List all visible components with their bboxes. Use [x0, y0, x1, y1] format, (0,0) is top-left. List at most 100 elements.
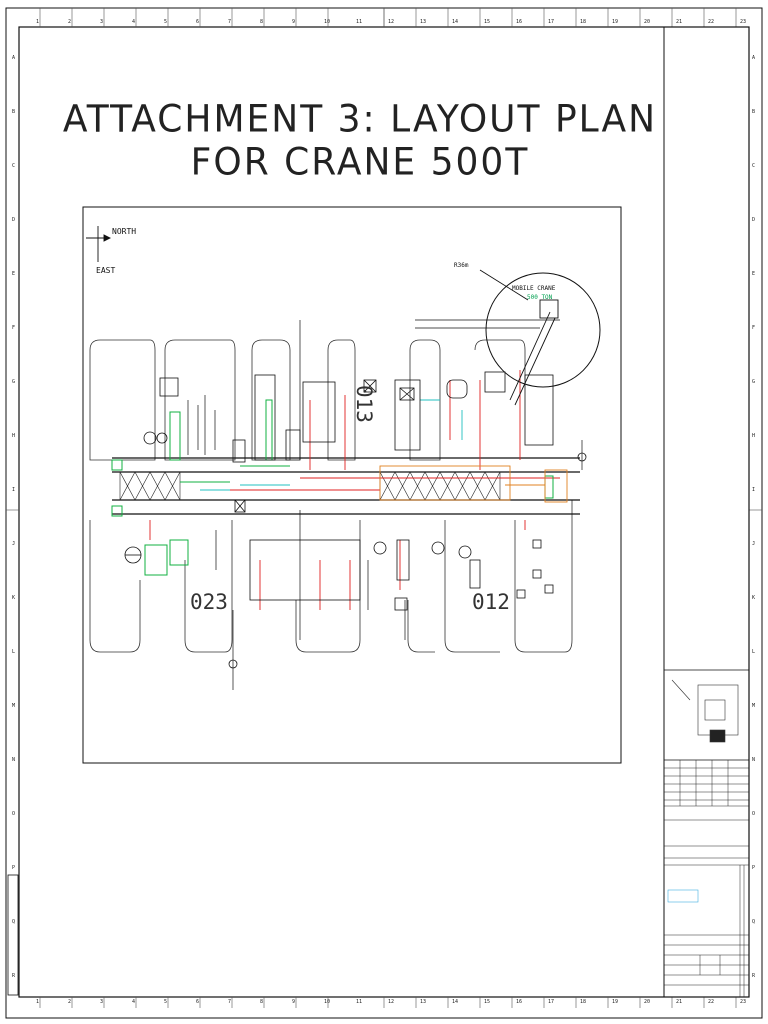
- grid-side-label: J: [752, 541, 756, 547]
- grid-top-label: 4: [132, 19, 136, 25]
- grid-bottom-label: 14: [452, 999, 459, 1005]
- crane-label: MOBILE CRANE: [512, 285, 556, 292]
- area-012-label: 012: [472, 590, 510, 614]
- north-arrow-icon: [86, 226, 112, 262]
- crane-capacity: 500 TON: [527, 294, 553, 301]
- grid-bottom-label: 12: [388, 999, 395, 1005]
- crane-radius-circle: [485, 272, 601, 388]
- east-label: EAST: [96, 266, 116, 275]
- grid-side-label: B: [12, 109, 16, 115]
- grid-side-label: H: [12, 433, 16, 439]
- grid-side-label: E: [12, 271, 16, 277]
- stamp: [667, 889, 699, 903]
- grid-bottom-label: 22: [708, 999, 715, 1005]
- plan-frame: [82, 206, 622, 764]
- grid-bottom-label: 15: [484, 999, 491, 1005]
- grid-side-label: J: [12, 541, 16, 547]
- grid-bottom-label: 23: [740, 999, 747, 1005]
- grid-top-label: 19: [612, 19, 619, 25]
- grid-top-label: 9: [292, 19, 296, 25]
- grid-side-label: L: [752, 649, 756, 655]
- crane-boom: [479, 269, 559, 406]
- grid-side-label: C: [752, 163, 756, 169]
- grid-side-label: P: [752, 865, 756, 871]
- grid-bottom-label: 19: [612, 999, 619, 1005]
- grid-bottom-label: 17: [548, 999, 555, 1005]
- grid-side-label: P: [12, 865, 16, 871]
- grid-top-label: 22: [708, 19, 715, 25]
- area-023-label: 023: [190, 590, 228, 614]
- grid-bottom-label: 6: [196, 999, 200, 1005]
- grid-side-label: O: [12, 811, 16, 817]
- north-label: NORTH: [112, 227, 137, 236]
- grid-top-label: 5: [164, 19, 168, 25]
- grid-side-label: G: [752, 379, 756, 385]
- area-013-label: 013: [352, 385, 376, 423]
- green-pipes: [111, 399, 554, 576]
- instrument-lines: [187, 319, 583, 690]
- grid-side-label: Q: [12, 919, 16, 925]
- grid-side-label: I: [12, 487, 16, 493]
- grid-bottom-label: 9: [292, 999, 296, 1005]
- grid-bottom-label: 11: [356, 999, 363, 1005]
- title-block: [663, 26, 750, 998]
- plot-outlines: [89, 339, 573, 653]
- grid-top-label: 6: [196, 19, 200, 25]
- grid-side-label: G: [12, 379, 16, 385]
- grid-top-label: 14: [452, 19, 459, 25]
- grid-side-label: Q: [752, 919, 756, 925]
- grid-side-label: C: [12, 163, 16, 169]
- grid-side-label: F: [752, 325, 756, 331]
- grid-bottom-label: 13: [420, 999, 427, 1005]
- grid-side-label: A: [12, 55, 16, 61]
- grid-side-label: D: [12, 217, 16, 223]
- grid-top-label: 15: [484, 19, 491, 25]
- grid-side-label: F: [12, 325, 16, 331]
- grid-side-label: H: [752, 433, 756, 439]
- grid-bottom-label: 8: [260, 999, 264, 1005]
- grid-top-label: 17: [548, 19, 555, 25]
- grid-side-label: D: [752, 217, 756, 223]
- grid-side-label: K: [752, 595, 756, 601]
- grid-bottom-label: 18: [580, 999, 587, 1005]
- grid-bottom-label: 2: [68, 999, 72, 1005]
- grid-bottom-label: 16: [516, 999, 523, 1005]
- orange-pipes: [379, 465, 568, 503]
- grid-ticks: [6, 8, 762, 1008]
- crane-radius-label: R36m: [454, 262, 469, 269]
- grid-top-label: 13: [420, 19, 427, 25]
- grid-top-label: 1: [36, 19, 40, 25]
- grid-bottom-label: 4: [132, 999, 136, 1005]
- grid-top-label: 20: [644, 19, 651, 25]
- grid-side-label: R: [12, 973, 16, 979]
- grid-bottom-label: 3: [100, 999, 104, 1005]
- grid-side-label: A: [752, 55, 756, 61]
- grid-top-label: 2: [68, 19, 72, 25]
- grid-top-label: 7: [228, 19, 232, 25]
- grid-side-label: E: [752, 271, 756, 277]
- grid-top-label: 11: [356, 19, 363, 25]
- grid-side-label: M: [752, 703, 756, 709]
- grid-top-label: 8: [260, 19, 264, 25]
- grid-bottom-label: 21: [676, 999, 683, 1005]
- grid-top-label: 21: [676, 19, 683, 25]
- grid-side-label: B: [752, 109, 756, 115]
- key-plan: [671, 679, 739, 743]
- grid-side-label: K: [12, 595, 16, 601]
- grid-top-label: 16: [516, 19, 523, 25]
- page-title: ATTACHMENT 3: LAYOUT PLAN FOR CRANE 500T: [62, 97, 658, 185]
- cyan-pipes: [200, 399, 463, 491]
- equipment: [124, 371, 554, 611]
- grid-side-label: N: [12, 757, 16, 763]
- grid-bottom-label: 20: [644, 999, 651, 1005]
- grid-top-label: 3: [100, 19, 104, 25]
- grid-bottom-label: 1: [36, 999, 40, 1005]
- grid-side-label: O: [752, 811, 756, 817]
- grid-side-label: R: [752, 973, 756, 979]
- grid-bottom-label: 10: [324, 999, 331, 1005]
- grid-side-label: I: [752, 487, 756, 493]
- grid-bottom-label: 5: [164, 999, 168, 1005]
- grid-side-label: L: [12, 649, 16, 655]
- rack-truss: [119, 471, 501, 501]
